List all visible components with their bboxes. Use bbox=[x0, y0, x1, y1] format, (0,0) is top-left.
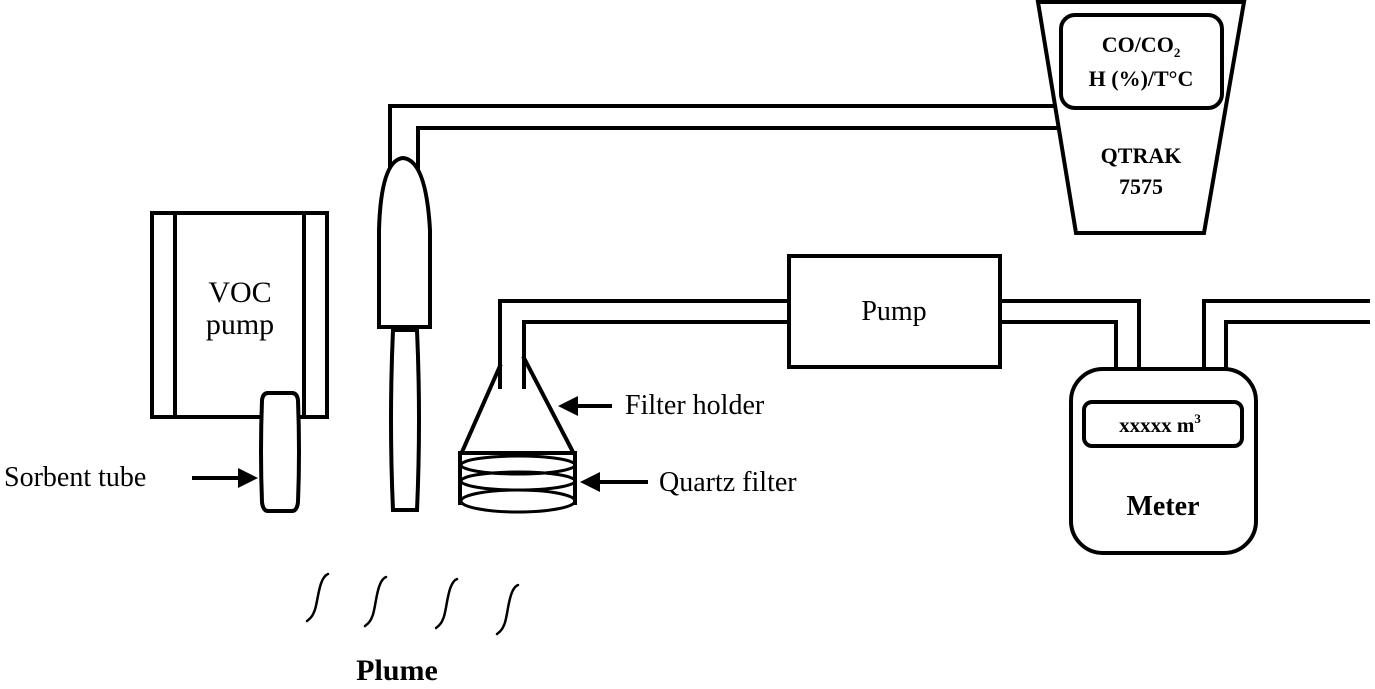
voc-pump: VOC pump bbox=[150, 211, 329, 419]
filter-holder-left-edge bbox=[459, 363, 503, 455]
qtrak-model: 7575 bbox=[1119, 174, 1163, 199]
sampling-probe bbox=[377, 155, 432, 512]
qtrak-line-inner bbox=[416, 126, 1058, 172]
pump-label: Pump bbox=[861, 296, 926, 327]
plume-wave-4 bbox=[495, 583, 520, 636]
meter-display bbox=[1082, 400, 1244, 448]
probe-tube bbox=[389, 328, 421, 512]
sorbent-tube-body bbox=[259, 391, 301, 513]
meter-inlet-inner bbox=[998, 320, 1118, 371]
qtrak-instrument: CO/CO2 H (%)/T°C QTRAK 7575 bbox=[1035, 0, 1247, 235]
filter-holder-arrow-head bbox=[558, 396, 578, 416]
meter-body bbox=[1069, 367, 1258, 555]
plume-wave-3 bbox=[434, 577, 459, 630]
voc-pump-label-line2: pump bbox=[206, 308, 274, 341]
quartz-filter-disc-1 bbox=[459, 454, 577, 476]
plume-label: Plume bbox=[356, 654, 438, 687]
plume-wave-1 bbox=[305, 572, 330, 623]
filter-line-outer bbox=[498, 299, 792, 389]
sorbent-tube-label: Sorbent tube bbox=[4, 462, 146, 493]
pump: Pump bbox=[787, 254, 1002, 369]
pump-body bbox=[787, 254, 1002, 369]
quartz-filter-arrow-head bbox=[580, 472, 600, 492]
voc-pump-label-line1: VOC bbox=[208, 276, 271, 309]
meter-inlet-line bbox=[998, 299, 1141, 371]
filter-holder: Filter holder bbox=[459, 355, 765, 455]
plume: Plume bbox=[305, 572, 520, 687]
qtrak-line-outer bbox=[388, 104, 1054, 177]
qtrak-display bbox=[1059, 13, 1224, 110]
filter-sampling-line bbox=[498, 299, 792, 389]
quartz-filter-disc-3 bbox=[459, 488, 577, 514]
qtrak-display-line1: CO/CO2 bbox=[1102, 32, 1181, 60]
meter-outlet-line bbox=[1202, 299, 1370, 371]
filter-line-inner bbox=[522, 320, 792, 389]
qtrak-name: QTRAK bbox=[1101, 143, 1182, 168]
sorbent-tube: Sorbent tube bbox=[4, 391, 301, 513]
meter-label: Meter bbox=[1126, 491, 1199, 522]
meter-outlet-outer bbox=[1202, 299, 1370, 371]
filter-holder-right-edge bbox=[521, 355, 576, 455]
qtrak-display-line2: H (%)/T°C bbox=[1089, 66, 1194, 91]
quartz-filter: Quartz filter bbox=[458, 451, 797, 514]
filter-holder-label: Filter holder bbox=[625, 390, 765, 421]
meter-inlet-outer bbox=[998, 299, 1141, 371]
gas-meter: xxxxx m3 Meter bbox=[1069, 367, 1258, 555]
qtrak-sampling-line bbox=[388, 104, 1058, 177]
meter-reading: xxxxx m3 bbox=[1119, 411, 1201, 437]
plume-wave-2 bbox=[363, 575, 388, 628]
probe-head bbox=[377, 155, 432, 329]
sorbent-tube-arrow-head bbox=[238, 468, 258, 488]
voc-pump-body bbox=[150, 211, 329, 419]
meter-outlet-inner bbox=[1224, 320, 1370, 371]
quartz-filter-label: Quartz filter bbox=[659, 467, 797, 498]
